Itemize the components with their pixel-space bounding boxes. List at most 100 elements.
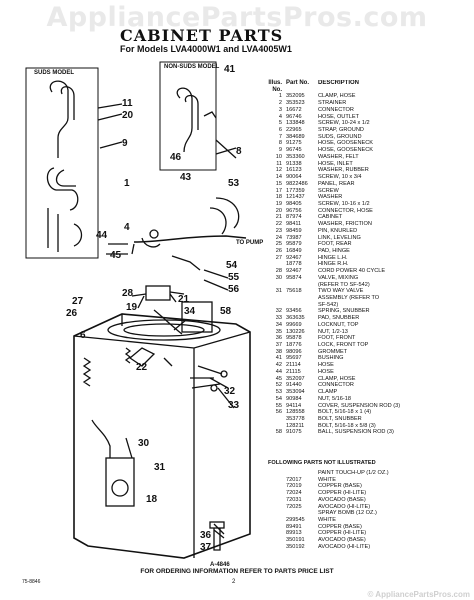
- part-no-cell: 21114: [286, 362, 301, 369]
- illus-no-cell: 54: [275, 395, 282, 402]
- description-cell: SCREW, 10 x 3/4: [318, 174, 362, 181]
- description-cell: SF-542): [318, 301, 339, 308]
- description-cell: SCREW, 10-16 x 1/2: [318, 200, 370, 207]
- part-no-cell: 98096: [286, 348, 302, 355]
- part-no-cell: 72017: [286, 476, 302, 483]
- table-row: (REFER TO SF-542): [268, 282, 468, 289]
- description-cell: ASSEMBLY (REFER TO: [318, 295, 380, 301]
- description-cell: BUSHING: [318, 355, 344, 362]
- illus-no-cell: 33: [275, 315, 282, 322]
- illus-no-cell: 17: [275, 187, 282, 194]
- callout-45: 45: [110, 250, 122, 261]
- description-cell: WHITE: [318, 476, 337, 483]
- description-cell: CLAMP: [318, 389, 338, 396]
- header-description: DESCRIPTION: [318, 80, 360, 86]
- description-cell: NUT, 1/2-13: [318, 328, 348, 335]
- spacer: [268, 497, 282, 504]
- part-no-cell: 72024: [286, 490, 302, 497]
- illus-no-cell: 10: [275, 153, 282, 160]
- spacer: [268, 504, 282, 511]
- illus-no-cell: 45: [275, 375, 282, 382]
- part-no-cell: 18778: [286, 261, 302, 268]
- description-cell: BOLT, 5/16-18 x 1 (4): [318, 409, 372, 416]
- callout-36: 36: [200, 530, 212, 541]
- part-no-cell: 121437: [286, 194, 305, 201]
- part-no-cell: 133848: [286, 120, 305, 127]
- description-cell: PANEL, REAR: [318, 180, 355, 187]
- callout-8: 8: [236, 146, 242, 157]
- table-row: ASSEMBLY (REFER TO: [268, 295, 468, 302]
- illus-no-cell: 21: [275, 214, 282, 221]
- diagram-code: A-4846: [210, 562, 230, 568]
- callout-27: 27: [72, 296, 84, 307]
- part-no-cell: [286, 510, 318, 517]
- illus-no-cell: 25: [275, 241, 282, 248]
- part-no-cell: 75618: [286, 288, 302, 295]
- illus-no-cell: [268, 282, 282, 289]
- callout-54: 54: [226, 260, 238, 271]
- callout-11: 11: [122, 98, 133, 109]
- part-no-cell: 91275: [286, 140, 302, 147]
- part-no-cell: 91338: [286, 160, 302, 167]
- description-cell: STRAINER: [318, 100, 347, 107]
- part-no-cell: 99669: [286, 321, 302, 328]
- to-pump-label: TO PUMP: [236, 240, 263, 246]
- illus-no-cell: 42: [275, 362, 282, 369]
- copyright-watermark: © AppliancePartsPros.com: [367, 590, 470, 599]
- description-cell: COPPER (HI-LITE): [318, 530, 367, 537]
- list-item: 72017 WHITE: [268, 477, 468, 484]
- illus-no-cell: 32: [275, 308, 282, 315]
- spacer: [268, 477, 282, 484]
- callout-58: 58: [220, 306, 232, 317]
- illus-no-cell: 15: [275, 180, 282, 187]
- description-cell: STRAP, GROUND: [318, 127, 364, 134]
- part-no-cell: 96746: [286, 113, 302, 120]
- illus-no-cell: 28: [275, 268, 282, 275]
- illus-no-cell: 23: [275, 227, 282, 234]
- illus-no-cell: 41: [275, 355, 282, 362]
- description-cell: COPPER (BASE): [318, 523, 362, 530]
- part-no-cell: 94114: [286, 402, 302, 409]
- page-number: 2: [232, 579, 236, 585]
- description-cell: COPPER (BASE): [318, 483, 362, 490]
- part-no-cell: 96756: [286, 207, 302, 214]
- part-no-cell: 353360: [286, 153, 305, 160]
- callout-4: 4: [124, 222, 130, 233]
- illus-no-cell: 37: [275, 342, 282, 349]
- part-no-cell: 9822486: [286, 180, 308, 187]
- part-no-cell: [286, 295, 318, 302]
- description-cell: CORD POWER 40 CYCLE: [318, 268, 386, 275]
- description-cell: (REFER TO SF-542): [318, 281, 370, 288]
- description-cell: AVOCADO (BASE): [318, 537, 366, 544]
- callout-41: 41: [224, 64, 236, 75]
- callout-46: 46: [170, 152, 182, 163]
- callout-19: 19: [126, 302, 138, 313]
- description-cell: HINGE L.H.: [318, 254, 348, 261]
- site-watermark: AppliancePartsPros.com: [46, 2, 428, 33]
- part-no-cell: 353523: [286, 100, 305, 107]
- description-cell: PIN, KNURLED: [318, 227, 358, 234]
- description-cell: CONNECTOR: [318, 106, 354, 113]
- callout-56: 56: [228, 284, 240, 295]
- callout-37: 37: [200, 542, 212, 553]
